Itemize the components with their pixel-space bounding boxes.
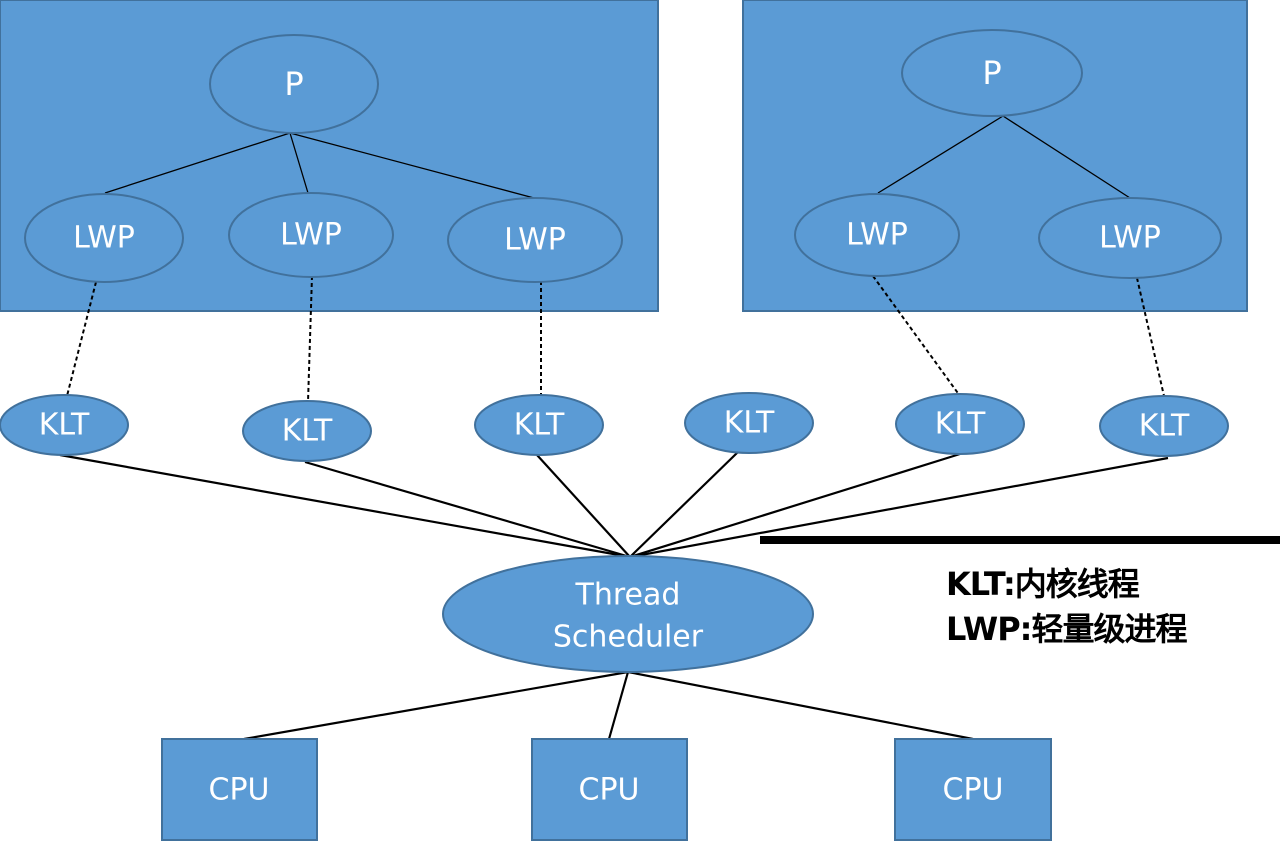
klt-label: KLT — [1139, 409, 1190, 444]
cpu-label: CPU — [209, 773, 270, 808]
cpu-box — [161, 738, 318, 841]
process-node-right: P — [901, 29, 1083, 117]
klt-sched-line-1 — [59, 453, 631, 559]
klt-node: KLT — [242, 400, 372, 462]
klt-ellipse — [0, 394, 129, 456]
scheduler-label-line2: Scheduler — [553, 620, 704, 655]
cpu-box — [531, 738, 688, 841]
process-label: P — [284, 65, 303, 103]
lwp-label: LWP — [280, 218, 342, 253]
tree-line-right-1 — [877, 115, 1004, 194]
process-node-left: P — [209, 34, 379, 134]
klt-ellipse — [1099, 395, 1229, 457]
klt-sched-line-6 — [629, 456, 1169, 559]
lwp-node: LWP — [447, 197, 623, 283]
klt-node: KLT — [1099, 395, 1229, 457]
tree-line-left-3 — [289, 132, 535, 199]
klt-sched-line-4 — [629, 451, 739, 558]
cpu-node: CPU — [531, 738, 688, 841]
lwp-klt-link-2 — [307, 275, 313, 403]
klt-label: KLT — [724, 406, 775, 441]
klt-label: KLT — [39, 408, 90, 443]
thread-scheduler-node: Thread Scheduler — [442, 555, 814, 673]
lwp-ellipse — [794, 193, 960, 277]
tree-line-left-2 — [289, 132, 309, 194]
cpu-box — [894, 738, 1052, 841]
tree-line-right-2 — [1002, 115, 1131, 199]
lwp-ellipse — [1038, 197, 1222, 279]
klt-ellipse — [242, 400, 372, 462]
klt-ellipse — [474, 394, 604, 456]
klt-ellipse — [895, 393, 1025, 455]
lwp-klt-links — [66, 275, 1165, 403]
lwp-ellipse — [24, 193, 184, 283]
tree-line-left-1 — [104, 132, 291, 194]
lwp-label: LWP — [73, 221, 135, 256]
lwp-node: LWP — [24, 193, 184, 283]
legend-lwp: LWP:轻量级进程 — [946, 610, 1187, 648]
klt-label: KLT — [514, 408, 565, 443]
klt-scheduler-lines — [59, 451, 1169, 559]
lwp-label: LWP — [504, 223, 566, 258]
klt-sched-line-2 — [304, 460, 631, 559]
lwp-ellipse — [447, 197, 623, 283]
scheduler-ellipse — [442, 555, 814, 673]
cpu-label: CPU — [943, 773, 1004, 808]
legend: KLT:内核线程 LWP:轻量级进程 — [946, 562, 1187, 652]
lwp-klt-link-1 — [66, 281, 97, 397]
lwp-label: LWP — [1099, 221, 1161, 256]
cpu-label: CPU — [579, 773, 640, 808]
klt-node: KLT — [0, 394, 129, 456]
klt-label: KLT — [935, 407, 986, 442]
scheduler-cpu-lines — [243, 670, 974, 741]
lwp-klt-link-4 — [872, 275, 961, 397]
klt-sched-line-3 — [536, 454, 631, 558]
klt-node: KLT — [474, 394, 604, 456]
lwp-ellipse — [228, 192, 394, 278]
lwp-node: LWP — [228, 192, 394, 278]
klt-ellipse — [684, 392, 814, 454]
process-tree-lines — [104, 115, 1131, 199]
cpu-node: CPU — [161, 738, 318, 841]
process-label: P — [982, 54, 1001, 92]
process-ellipse — [209, 34, 379, 134]
klt-sched-line-5 — [629, 452, 961, 559]
sched-cpu-line-2 — [607, 671, 630, 740]
lwp-node: LWP — [1038, 197, 1222, 279]
legend-klt: KLT:内核线程 — [946, 565, 1140, 603]
lwp-label: LWP — [846, 218, 908, 253]
divider-bar — [760, 536, 1280, 544]
klt-label: KLT — [282, 414, 333, 449]
cpu-node: CPU — [894, 738, 1052, 841]
lwp-klt-link-5 — [1136, 277, 1165, 397]
klt-node: KLT — [684, 392, 814, 454]
scheduler-label-line1: Thread — [575, 578, 681, 613]
klt-node: KLT — [895, 393, 1025, 455]
process-ellipse — [901, 29, 1083, 117]
sched-cpu-line-3 — [627, 670, 974, 741]
sched-cpu-line-1 — [243, 670, 629, 741]
lwp-node: LWP — [794, 193, 960, 277]
